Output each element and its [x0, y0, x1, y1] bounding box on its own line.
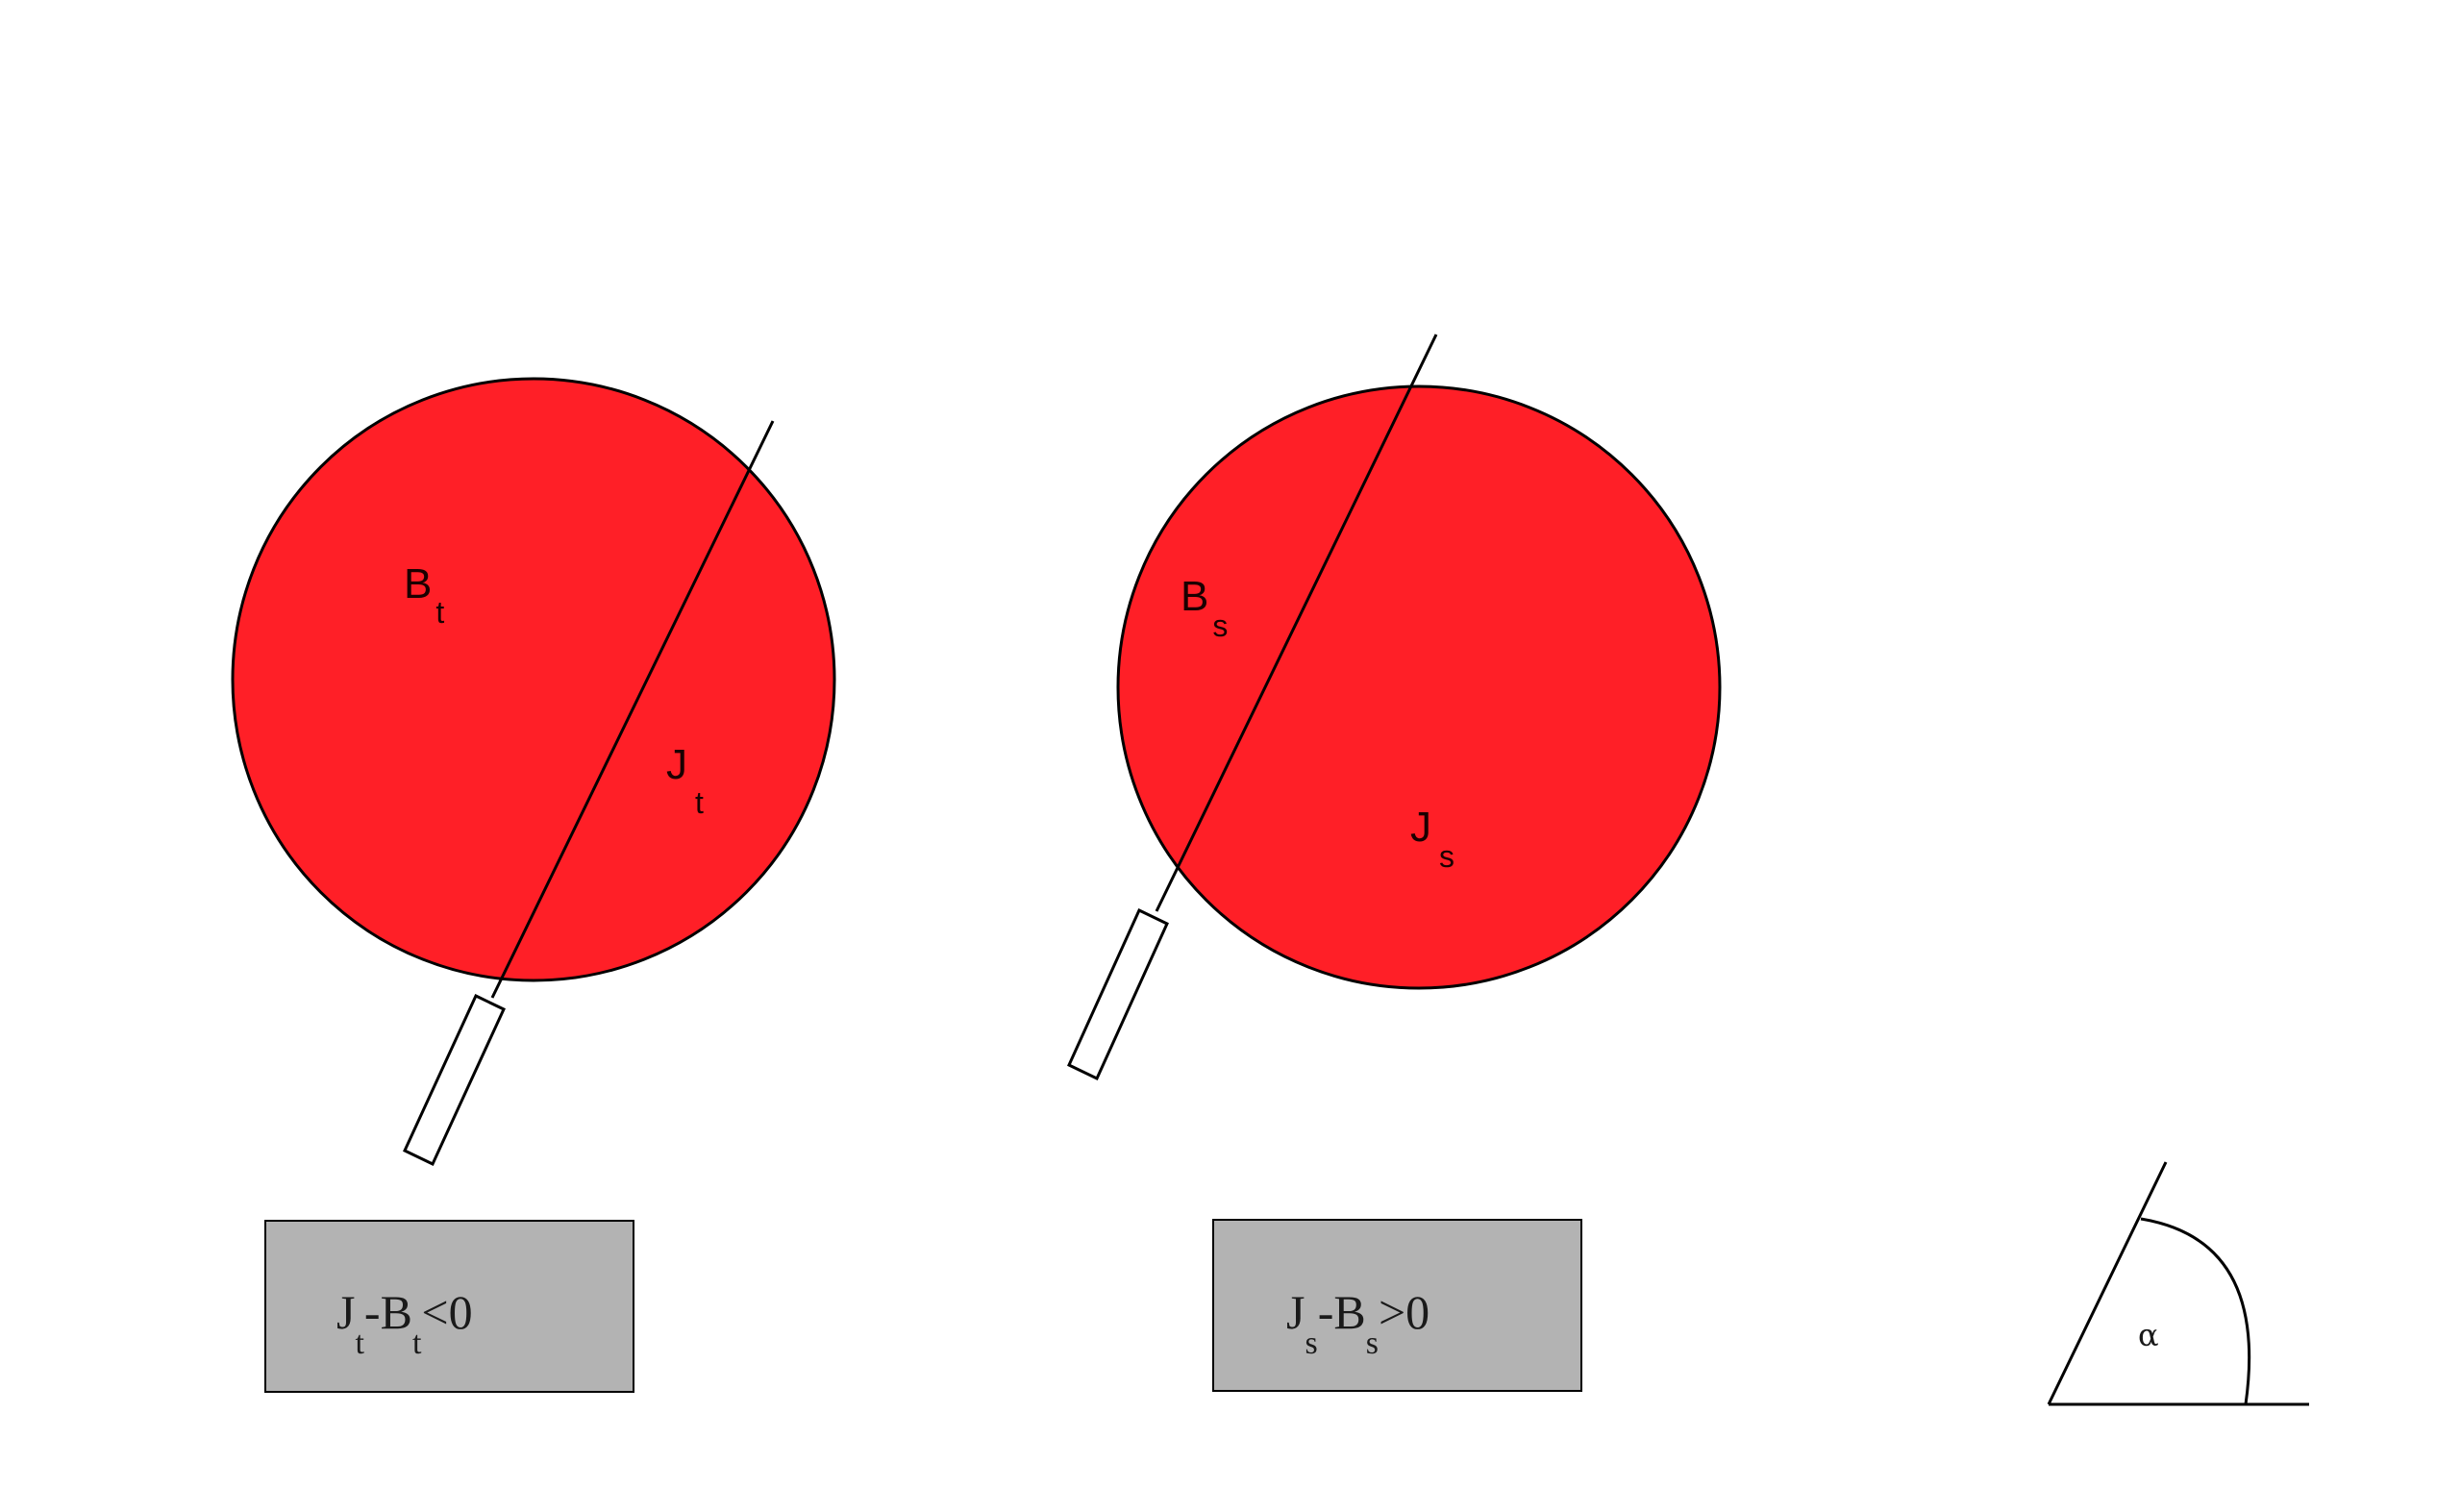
right-handle: [1067, 907, 1169, 1081]
angle-ray: [2047, 1161, 2168, 1405]
right-panel: Bs Js Js-Bs>0: [1067, 334, 1722, 1392]
left-equation: Jt-Bt<0: [336, 1285, 473, 1361]
right-equation: Js-Bs>0: [1286, 1285, 1429, 1361]
right-equation-box: [1212, 1219, 1582, 1392]
left-panel: Bt Jt Jt-Bt<0: [231, 377, 836, 1393]
angle-legend: α: [2047, 1161, 2309, 1406]
left-dividing-line: [490, 420, 775, 999]
left-handle: [403, 993, 506, 1167]
right-dividing-line: [1155, 334, 1438, 912]
left-disc: [231, 377, 836, 982]
left-equation-box: [264, 1220, 634, 1393]
left-b-label: Bt: [404, 560, 444, 630]
right-j-label: Js: [1410, 804, 1454, 874]
left-j-label: Jt: [666, 741, 704, 820]
alpha-symbol: α: [2138, 1317, 2159, 1353]
right-disc: [1116, 384, 1722, 990]
angle-arc: [2140, 1217, 2251, 1405]
right-b-label: Bs: [1181, 573, 1228, 643]
